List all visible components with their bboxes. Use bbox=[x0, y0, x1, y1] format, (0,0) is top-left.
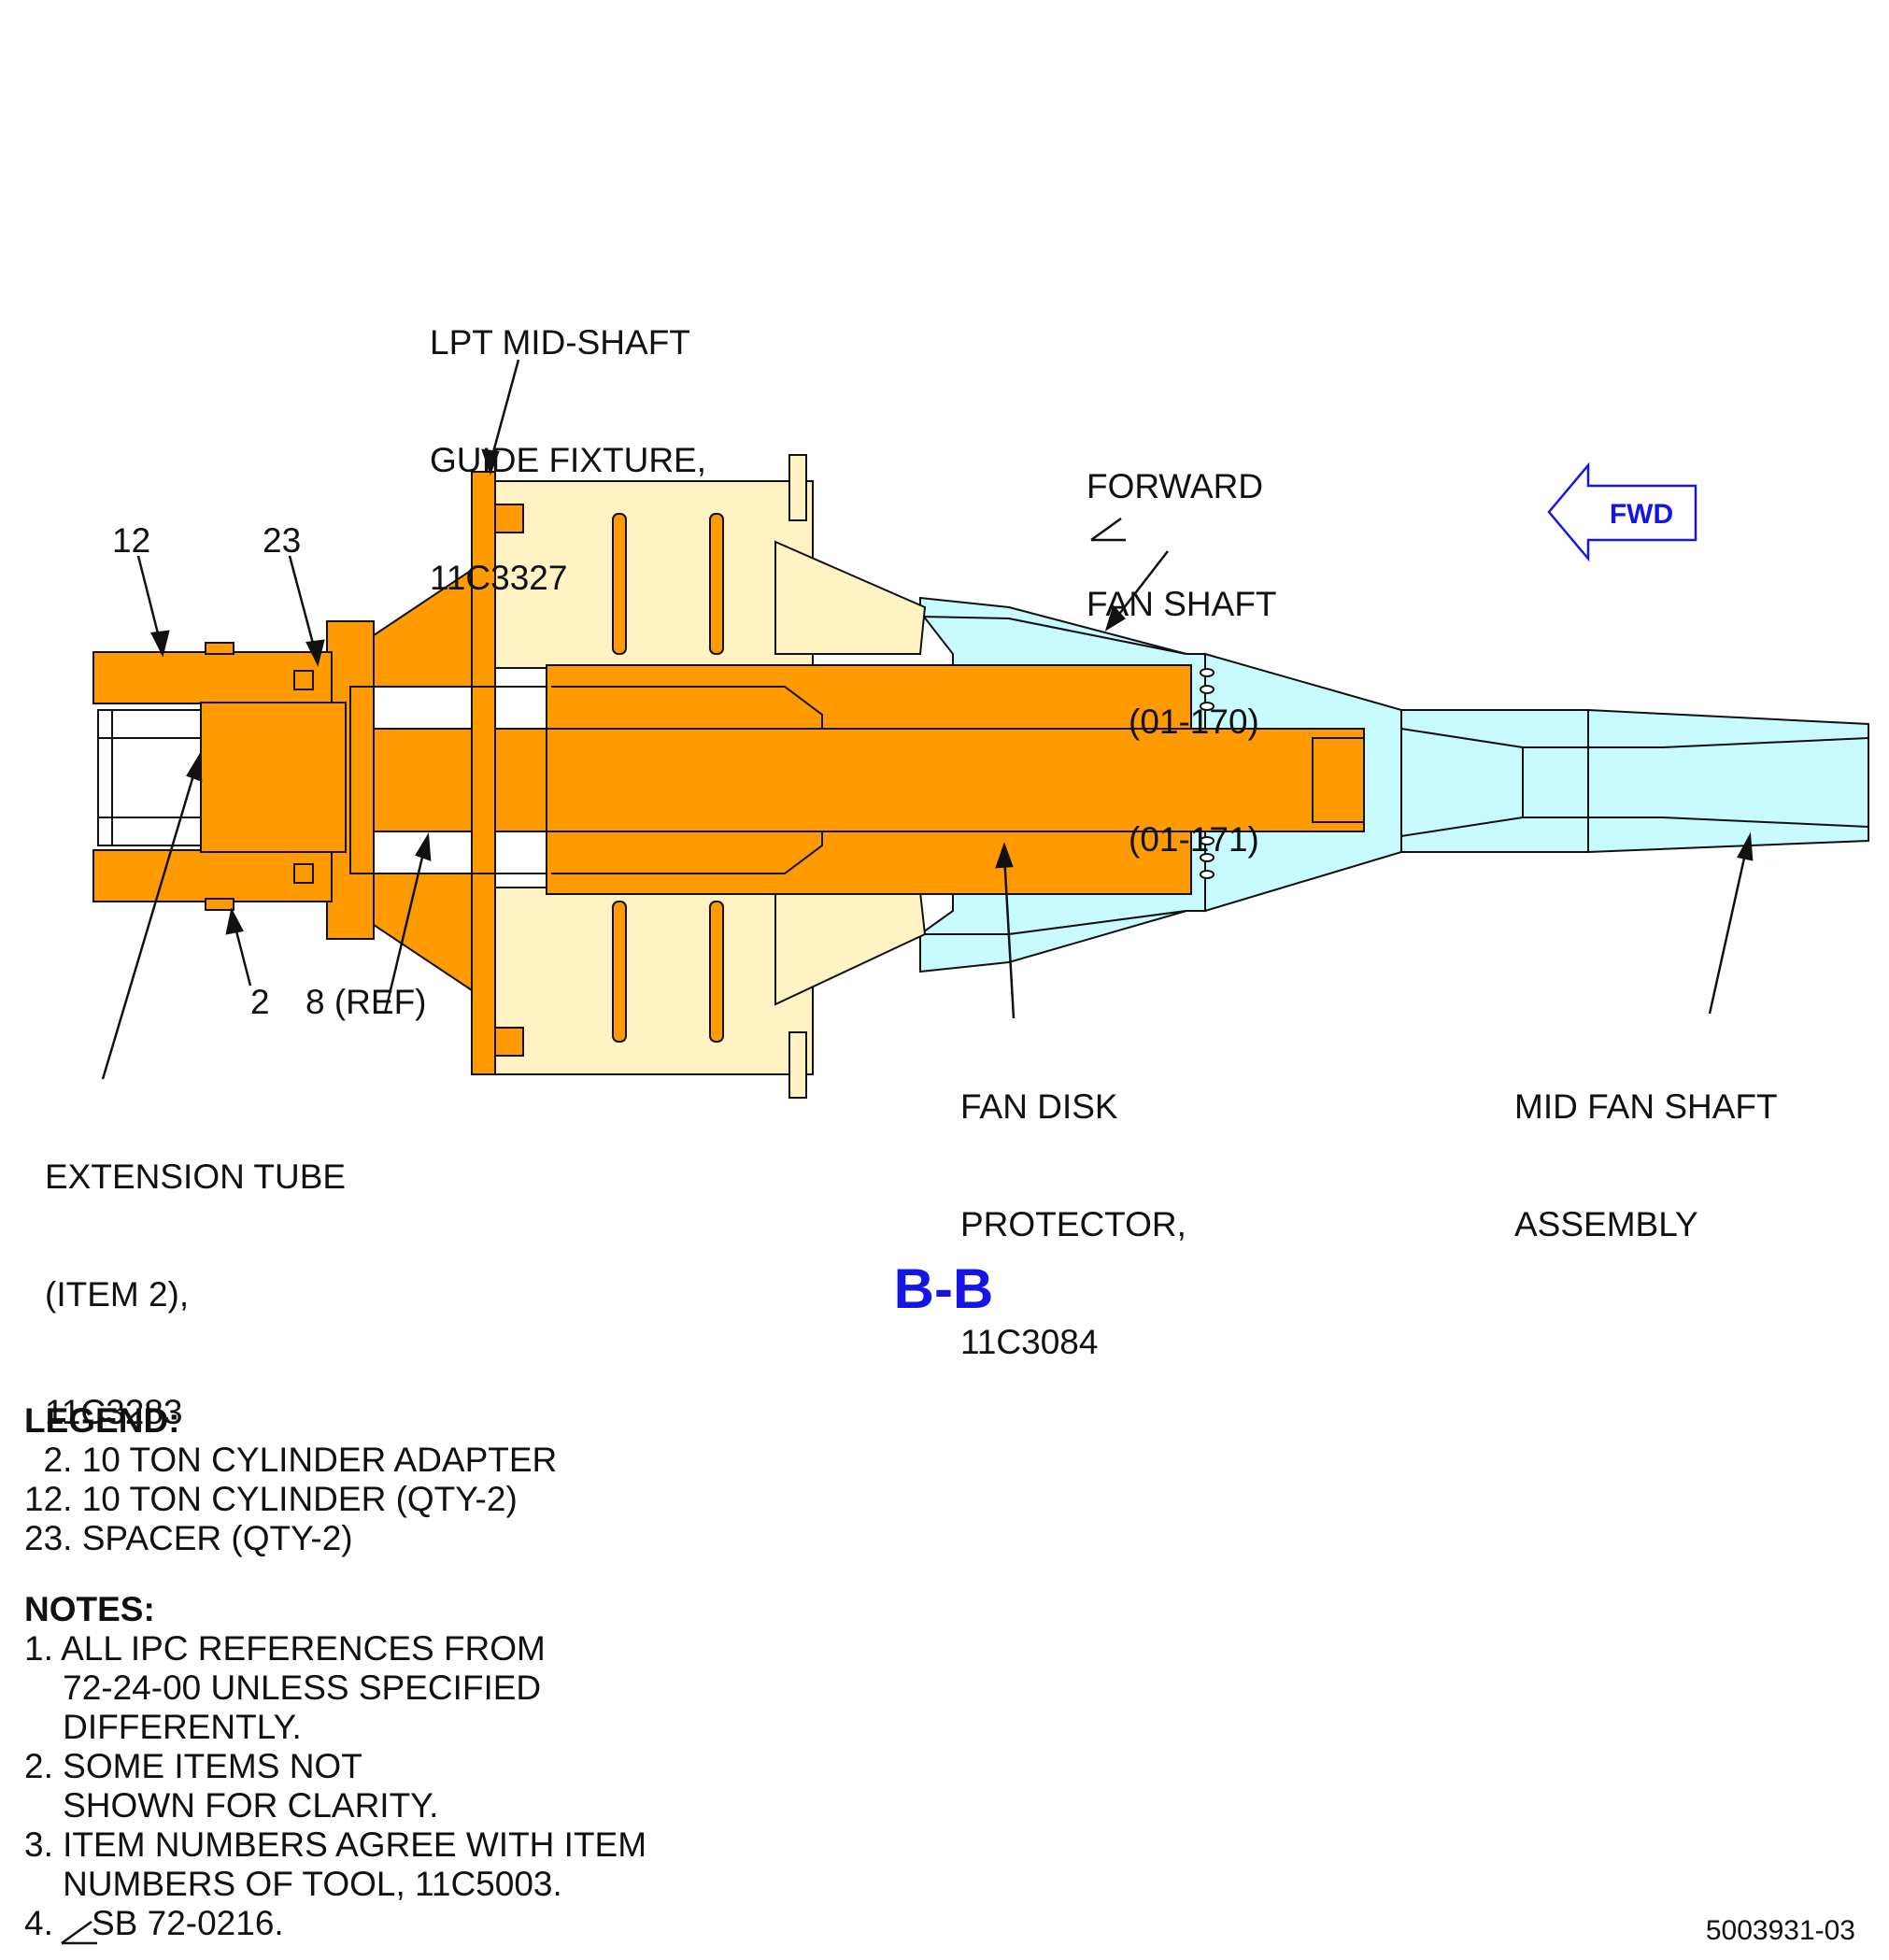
legend-item: 23. SPACER (QTY-2) bbox=[24, 1519, 353, 1557]
fan-disk-stages-upper bbox=[494, 454, 927, 669]
bolt-holes bbox=[1200, 668, 1214, 879]
callout-line: (01-171) bbox=[1129, 820, 1259, 859]
ten-ton-cylinder-lower bbox=[92, 849, 333, 911]
callout-line: FAN DISK bbox=[960, 1087, 1118, 1126]
callout-line: GUIDE FIXTURE, bbox=[430, 441, 707, 479]
note-line: NUMBERS OF TOOL, 11C5003. bbox=[24, 1865, 562, 1903]
leader-lines bbox=[101, 359, 1754, 1080]
sb-reference-mark bbox=[1090, 517, 1126, 542]
callout-line: PROTECTOR, bbox=[960, 1205, 1186, 1243]
cylinder-adapter bbox=[97, 670, 347, 884]
legend: LEGEND: 2. 10 TON CYLINDER ADAPTER 12. 1… bbox=[24, 1401, 557, 1558]
callout-line: (ITEM 2), bbox=[45, 1275, 190, 1314]
notes: NOTES: 1. ALL IPC REFERENCES FROM 72-24-… bbox=[24, 1590, 646, 1943]
legend-item: 12. 10 TON CYLINDER (QTY-2) bbox=[24, 1480, 518, 1518]
callout-item-23: 23 bbox=[263, 521, 302, 560]
callout-line: MID FAN SHAFT bbox=[1514, 1087, 1778, 1126]
sb-reference-mark-note bbox=[61, 1920, 97, 1945]
callout-line: FORWARD bbox=[1087, 467, 1264, 505]
ten-ton-cylinder-upper bbox=[92, 642, 333, 704]
callout-lpt-guide-fixture: LPT MID-SHAFT GUIDE FIXTURE, 11C3327 bbox=[430, 245, 706, 637]
callout-extension-tube: EXTENSION TUBE (ITEM 2), 11C3283 bbox=[45, 1079, 346, 1471]
legend-item: 2. 10 TON CYLINDER ADAPTER bbox=[24, 1441, 558, 1479]
callout-line: 11C3084 bbox=[960, 1323, 1099, 1361]
note-line: 2. SOME ITEMS NOT bbox=[24, 1747, 362, 1785]
view-title: B-B bbox=[893, 1257, 994, 1320]
callout-line: LPT MID-SHAFT bbox=[430, 323, 690, 362]
note-line: 3. ITEM NUMBERS AGREE WITH ITEM bbox=[24, 1825, 647, 1864]
fwd-arrow-icon bbox=[1547, 462, 1697, 562]
fwd-label: FWD bbox=[1610, 499, 1673, 530]
note-line: SHOWN FOR CLARITY. bbox=[24, 1786, 439, 1825]
callout-line: 11C3283 bbox=[45, 1393, 183, 1431]
note-line: DIFFERENTLY. bbox=[24, 1708, 302, 1746]
callout-item-8: 8 (REF) bbox=[305, 983, 427, 1021]
callout-line: 11C3327 bbox=[430, 559, 568, 597]
callout-fan-disk-protector: FAN DISK PROTECTOR, 11C3084 bbox=[960, 1009, 1186, 1401]
callout-mid-fan-shaft: MID FAN SHAFT ASSEMBLY bbox=[1514, 1009, 1778, 1284]
callout-line: EXTENSION TUBE bbox=[45, 1158, 347, 1196]
lpt-guide-fixture bbox=[326, 471, 547, 1075]
callout-item-12: 12 bbox=[112, 521, 151, 560]
note-line: 72-24-00 UNLESS SPECIFIED bbox=[24, 1669, 542, 1707]
callout-line: FAN SHAFT bbox=[1087, 585, 1277, 623]
fan-disk-stages-lower bbox=[494, 887, 927, 1099]
legend-title: LEGEND: bbox=[24, 1401, 180, 1440]
document-id: 5003931-03 bbox=[1705, 1915, 1855, 1946]
callout-forward-fan-shaft: FORWARD FAN SHAFT (01-170) (01-171) bbox=[1087, 389, 1277, 899]
disk-ribs bbox=[612, 513, 724, 1043]
callout-item-2: 2 bbox=[250, 983, 270, 1021]
callout-line: (01-170) bbox=[1129, 703, 1259, 741]
callout-line: ASSEMBLY bbox=[1514, 1205, 1698, 1243]
note-line: 4. SB 72-0216. bbox=[24, 1904, 284, 1942]
notes-title: NOTES: bbox=[24, 1590, 155, 1628]
note-line: 1. ALL IPC REFERENCES FROM bbox=[24, 1629, 546, 1668]
